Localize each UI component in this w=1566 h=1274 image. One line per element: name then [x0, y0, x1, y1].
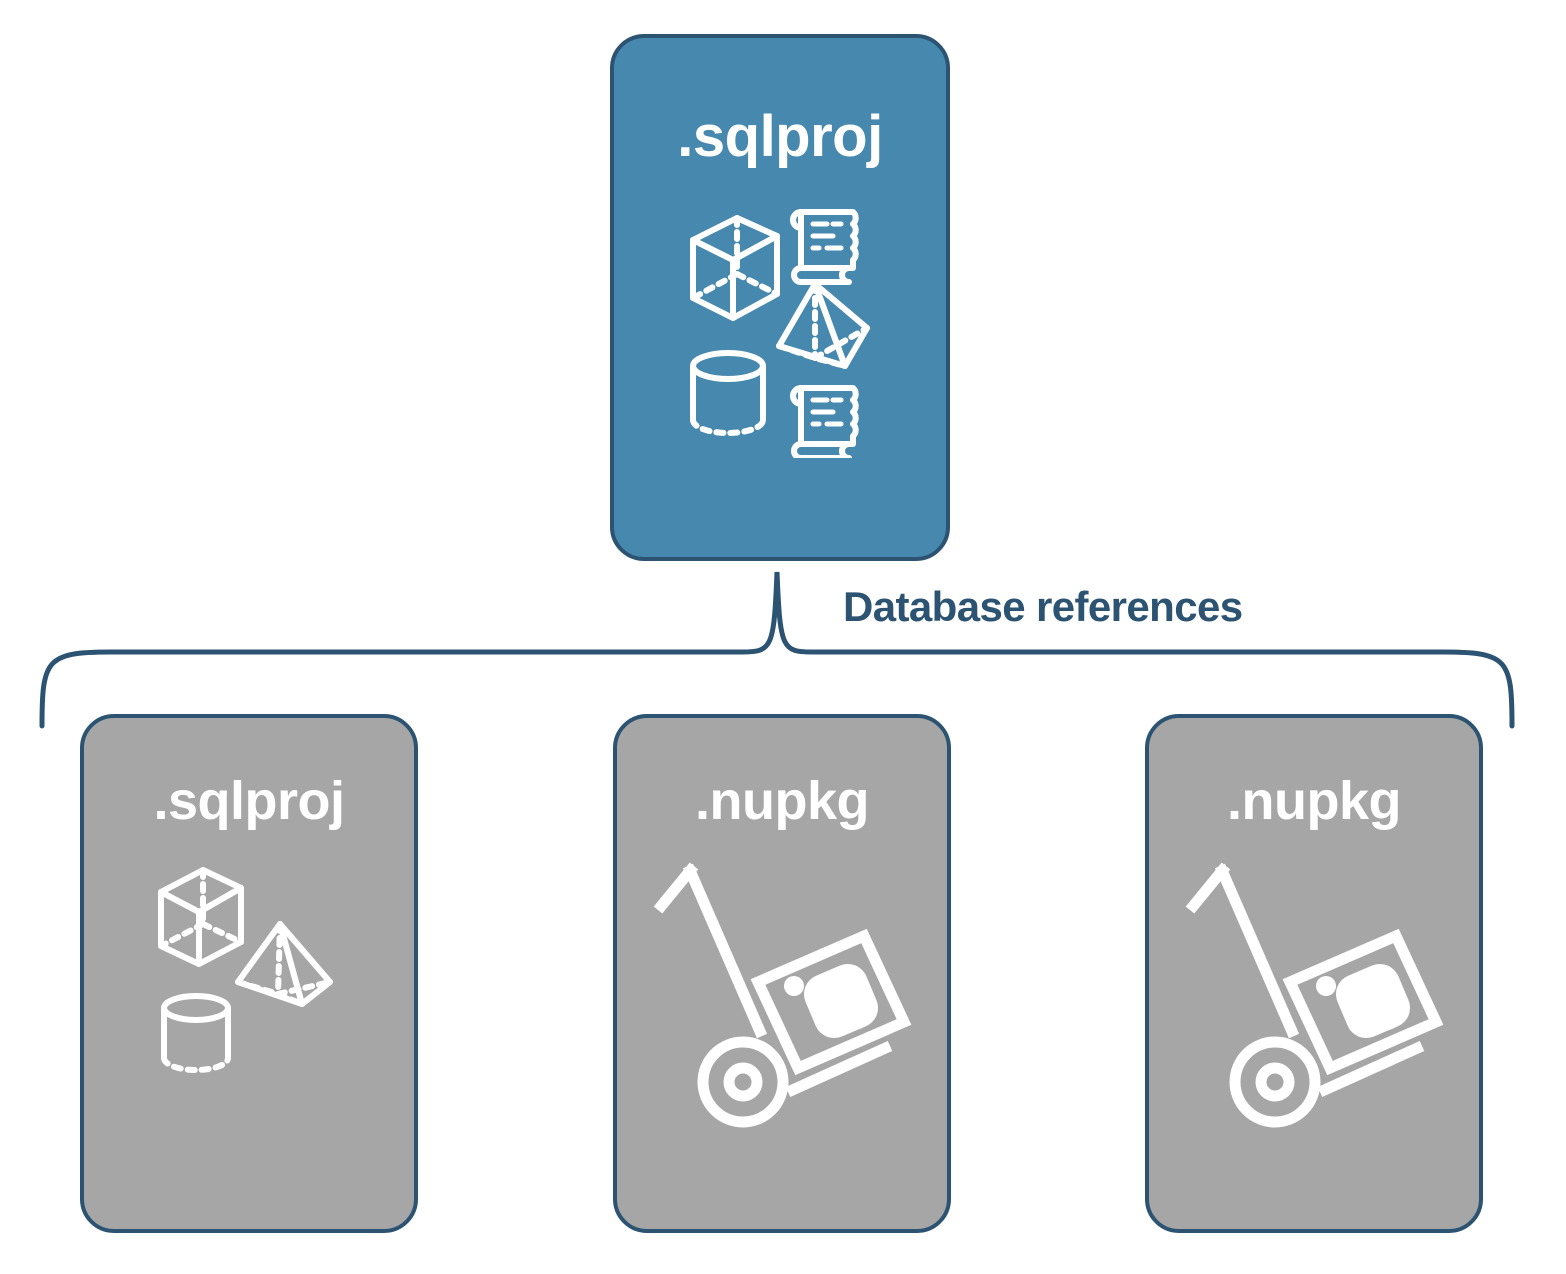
hand-truck-package-icon: [1185, 862, 1444, 1128]
child-node-icon-group-2: [617, 846, 947, 1136]
child-node-nupkg-2[interactable]: .nupkg: [1145, 714, 1483, 1233]
child-node-nupkg-1[interactable]: .nupkg: [613, 714, 951, 1233]
child-node-title-2: .nupkg: [695, 771, 869, 831]
connector-label: Database references: [843, 583, 1243, 630]
cylinder-icon: [690, 350, 766, 436]
root-node-icon-group: [614, 188, 946, 458]
child-node-icon-group-1: [84, 860, 414, 1080]
pyramid-icon: [776, 281, 870, 369]
cube-icon: [158, 867, 244, 967]
root-node-title: .sqlproj: [677, 104, 883, 169]
child-node-icon-group-3: [1149, 846, 1479, 1136]
child-node-sqlproj[interactable]: .sqlproj: [80, 714, 418, 1233]
child-node-title-1: .sqlproj: [153, 771, 345, 831]
cylinder-icon: [161, 993, 231, 1073]
scroll-icon: [790, 385, 859, 458]
child-shapes-svg: [158, 867, 333, 1073]
cube-icon: [690, 215, 780, 321]
pyramid-icon: [235, 921, 333, 1007]
scroll-icon: [790, 209, 859, 285]
child-node-title-3: .nupkg: [1227, 771, 1401, 831]
root-shapes-svg: [690, 209, 870, 458]
root-node-sqlproj[interactable]: .sqlproj: [610, 34, 950, 561]
hand-truck-package-icon: [653, 862, 912, 1128]
